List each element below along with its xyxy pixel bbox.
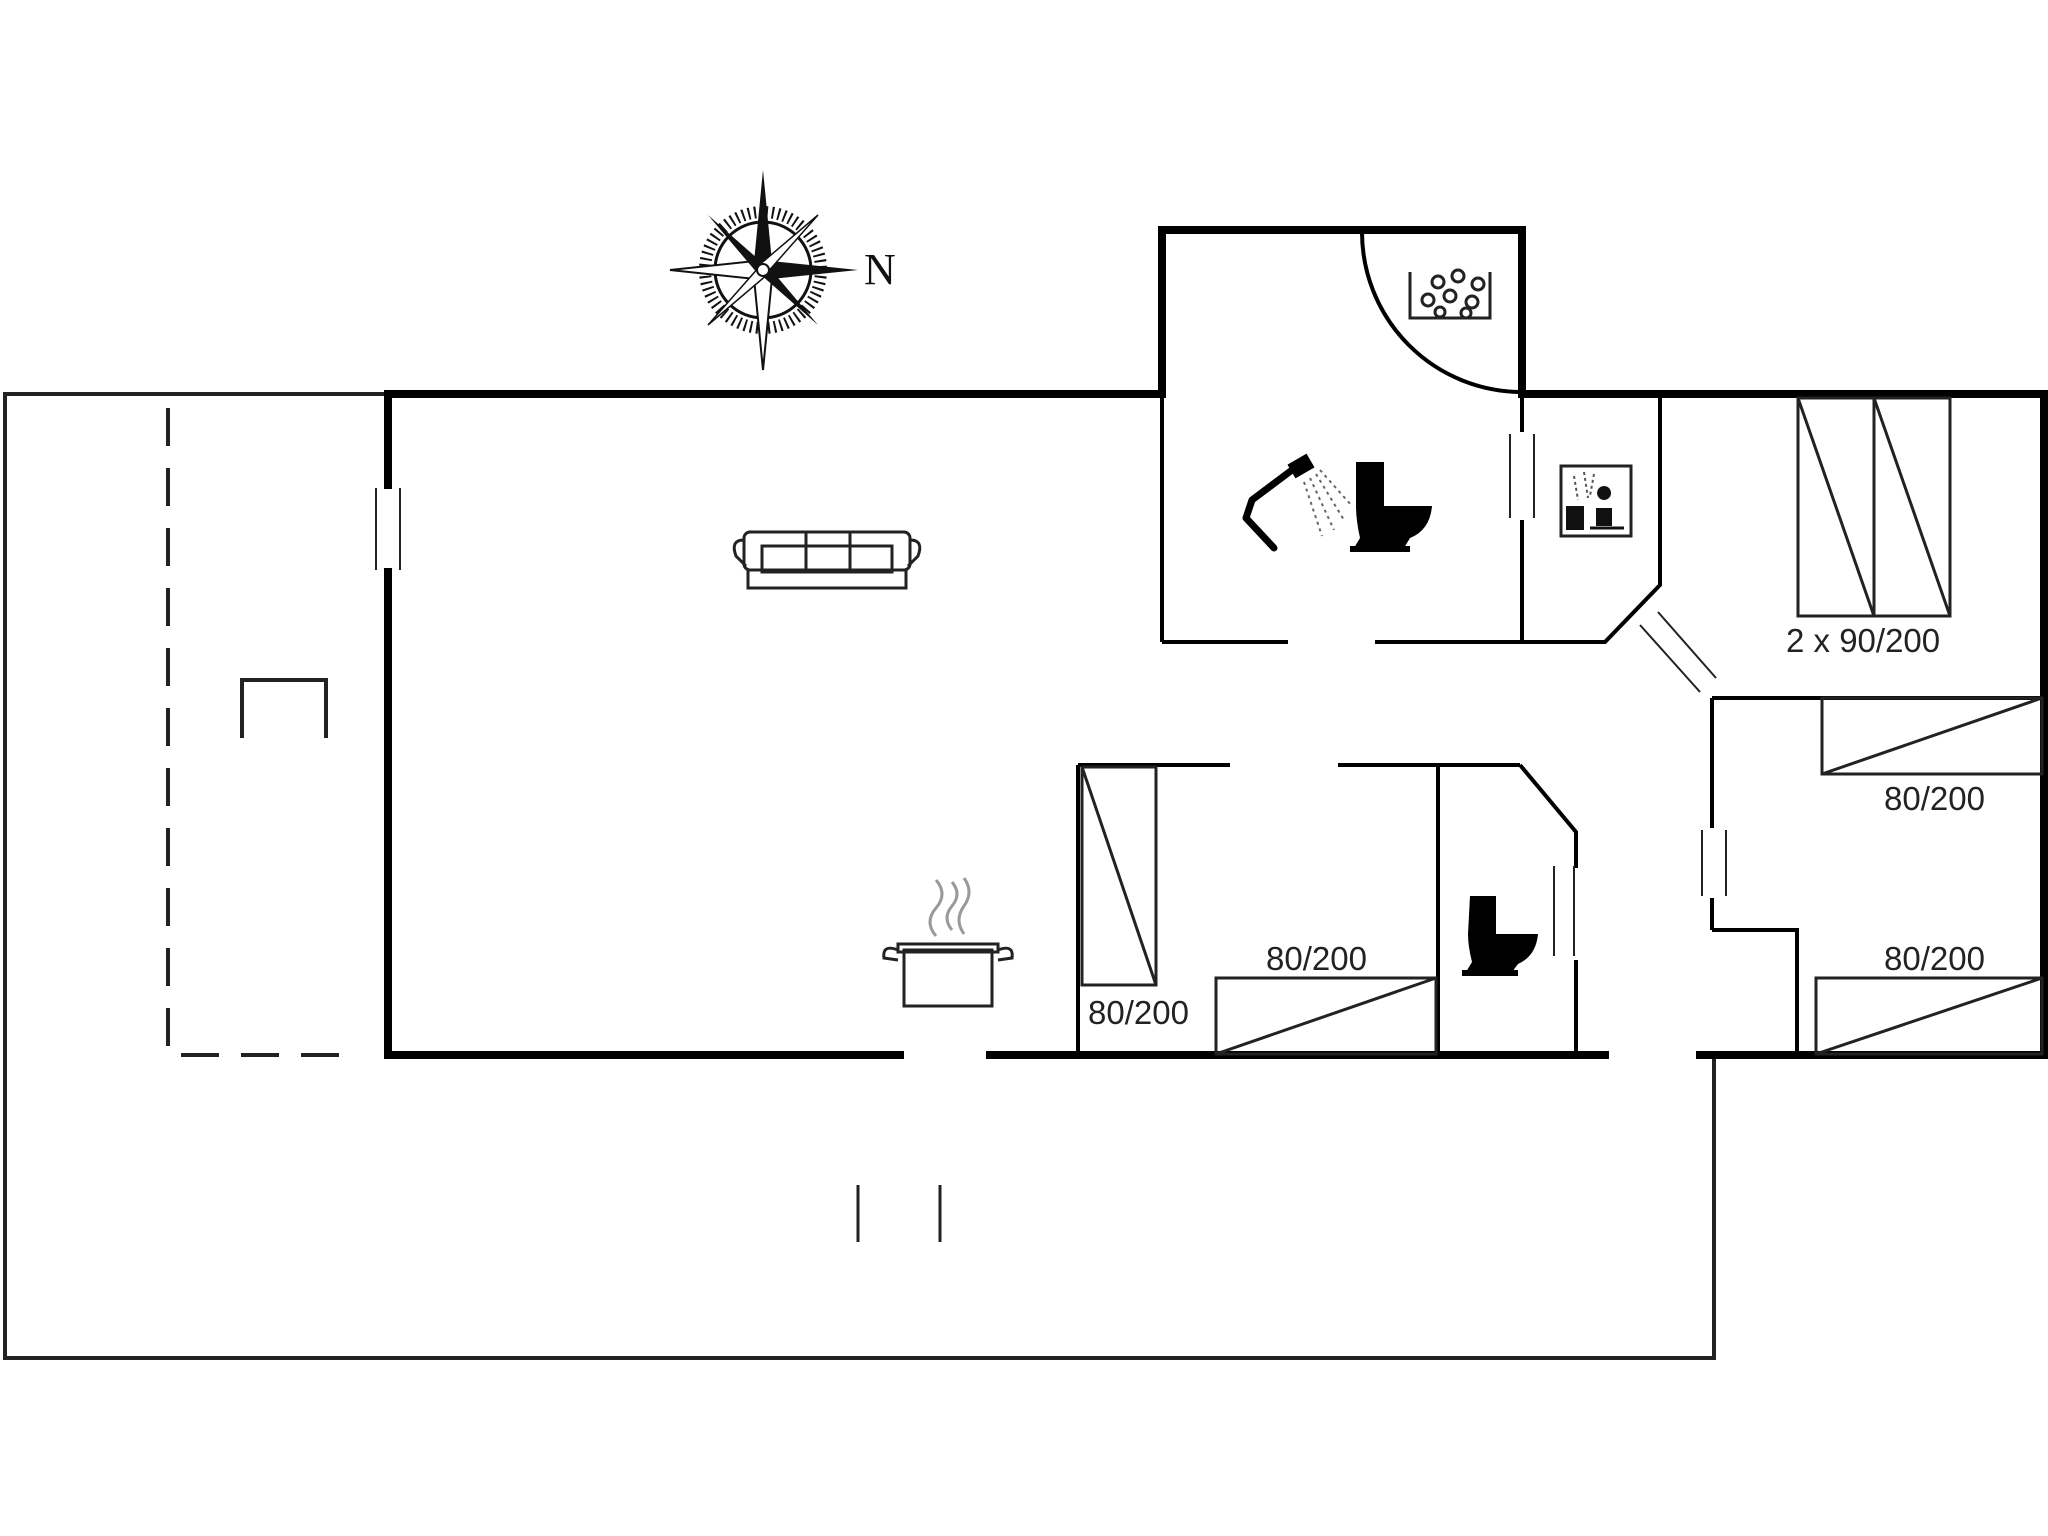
shower-icon [1242,453,1353,552]
bed-label-bunk-upper: 80/200 [1266,940,1367,977]
compass-north-label: N [864,245,896,294]
bed-label-bedroom-bottom-right: 80/200 [1884,940,1985,977]
whirlpool-icon [1408,268,1492,320]
carport-dashed-outline [166,408,355,1057]
terrace-outline [3,392,1716,1360]
compass-icon [669,170,858,371]
toilet-icon [1462,896,1538,976]
bed-label-double-bedroom: 2 x 90/200 [1786,622,1940,659]
toilet-icon [1350,462,1432,552]
sauna-icon [1559,464,1633,538]
window-ticks [856,1185,942,1242]
sofa-icon [732,530,922,590]
beds [1080,396,2044,1056]
bed-label-bunk-lower: 80/200 [1088,994,1189,1031]
bed-label-bedroom-top-right: 80/200 [1884,780,1985,817]
interior-walls [1076,394,2044,1055]
cooking-pot-icon [882,877,1014,1008]
carport-table-icon [240,678,328,738]
door-arc [1360,231,1523,394]
